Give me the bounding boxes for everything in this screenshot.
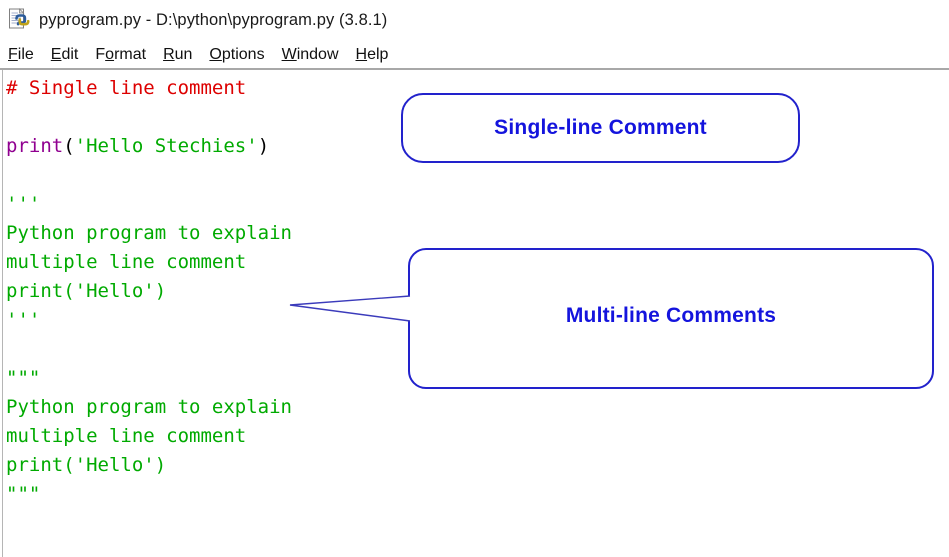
code-line: print('Hello') (6, 277, 292, 306)
menu-item-run[interactable]: Run (163, 46, 193, 63)
callout-pointer-tail (289, 295, 411, 322)
code-line: Python program to explain (6, 393, 292, 422)
code-line: """ (6, 480, 292, 509)
code-line (6, 538, 292, 557)
menu-item-format[interactable]: Format (95, 46, 147, 63)
annotation-label-single-line: Single-line Comment (494, 116, 707, 139)
code-line: ''' (6, 306, 292, 335)
code-token-string: multiple line comment (6, 425, 247, 447)
code-line (6, 509, 292, 538)
window-title-bar: pyprogram.py - D:\python\pyprogram.py (3… (0, 0, 949, 40)
code-token-plain: ( (63, 135, 75, 157)
code-token-string: Python program to explain (6, 222, 292, 244)
menu-item-options[interactable]: Options (209, 46, 265, 63)
code-token-string: ''' (6, 193, 41, 215)
code-line: print('Hello') (6, 451, 292, 480)
menu-item-help[interactable]: Help (355, 46, 389, 63)
code-token-string: ''' (6, 309, 41, 331)
editor-left-border (2, 70, 3, 557)
code-token-plain: ) (257, 135, 270, 157)
code-line (6, 161, 292, 190)
code-token-string: Python program to explain (6, 396, 292, 418)
code-token-string: multiple line comment (6, 251, 247, 273)
code-line: print('Hello Stechies') (6, 132, 292, 161)
code-token-string: print('Hello') (6, 280, 167, 302)
code-token-comment: # Single line comment (6, 77, 247, 99)
menu-item-edit[interactable]: Edit (50, 46, 79, 63)
code-editor-area[interactable]: # Single line comment print('Hello Stech… (0, 70, 949, 557)
code-token-string: """ (6, 483, 41, 505)
menu-item-file[interactable]: File (8, 46, 34, 63)
code-line (6, 103, 292, 132)
callout-tail-join-mask (406, 296, 411, 321)
menu-item-window[interactable]: Window (281, 46, 339, 63)
code-token-keyword: print (6, 135, 64, 157)
menu-bar: File Edit Format Run Options Window Help (0, 42, 949, 68)
annotation-label-multi-line: Multi-line Comments (565, 303, 777, 327)
editor-top-divider (0, 68, 949, 70)
code-token-string: print('Hello') (6, 454, 167, 476)
code-line: ''' (6, 190, 292, 219)
code-line: multiple line comment (6, 422, 292, 451)
annotation-callout-single-line: Single-line Comment (401, 93, 800, 163)
code-line: """ (6, 364, 292, 393)
window-title-text: pyprogram.py - D:\python\pyprogram.py (3… (39, 10, 388, 29)
code-line: multiple line comment (6, 248, 292, 277)
code-line: # Single line comment (6, 74, 292, 103)
python-file-icon (8, 8, 30, 32)
code-token-string: 'Hello Stechies' (74, 135, 258, 157)
code-line: Python program to explain (6, 219, 292, 248)
annotation-callout-multi-line: Multi-line Comments (408, 248, 934, 389)
source-code-text[interactable]: # Single line comment print('Hello Stech… (6, 74, 292, 557)
code-token-string: """ (6, 367, 41, 389)
code-line (6, 335, 292, 364)
